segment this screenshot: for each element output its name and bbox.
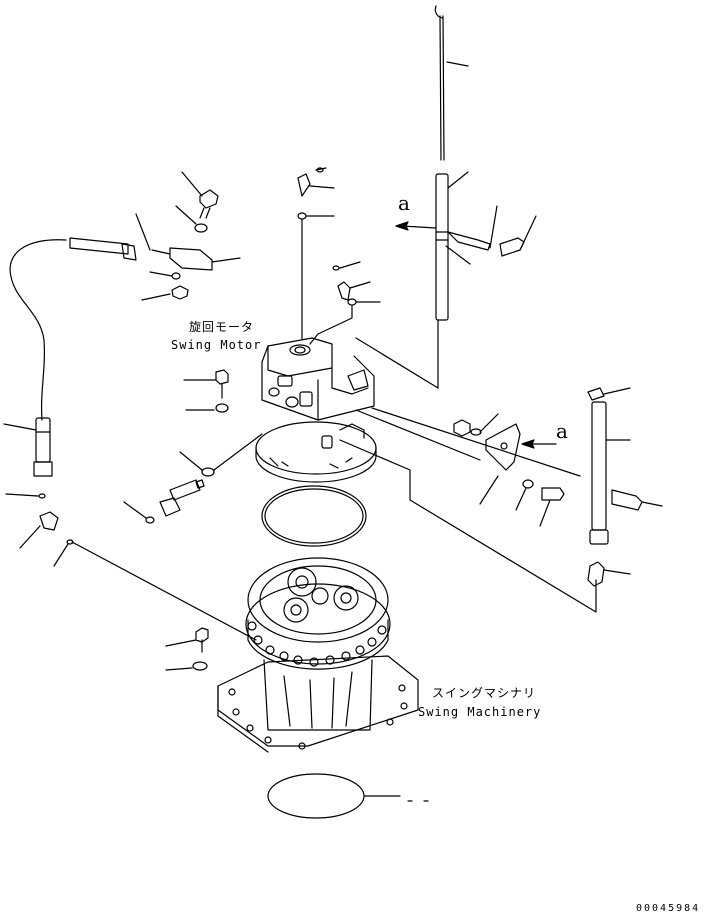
swing-motor bbox=[255, 319, 597, 613]
view-mark-a-upper: a bbox=[398, 191, 411, 215]
right-side-parts bbox=[453, 387, 663, 587]
o-ring-lower bbox=[267, 773, 365, 819]
gauge-pipe bbox=[395, 171, 537, 321]
swing-machinery-label-jp: スイングマシナリ bbox=[432, 686, 537, 700]
swing-machinery-label-en: Swing Machinery bbox=[418, 705, 542, 719]
view-mark-a-lower: a bbox=[556, 419, 569, 443]
drawing-number: 00045984 bbox=[636, 903, 701, 914]
fittings-upper-left bbox=[135, 167, 381, 345]
dipstick-rod bbox=[434, 5, 469, 161]
machinery-bolts-left bbox=[165, 627, 209, 671]
swing-motor-label-jp: 旋回モータ bbox=[189, 320, 255, 334]
swing-motor-label-en: Swing Motor bbox=[171, 338, 262, 352]
flange-bolts bbox=[247, 621, 387, 667]
flexible-hose bbox=[3, 237, 257, 641]
motor-bolts-left bbox=[123, 369, 263, 524]
swing-machinery bbox=[217, 557, 419, 753]
o-ring-upper bbox=[261, 485, 367, 547]
